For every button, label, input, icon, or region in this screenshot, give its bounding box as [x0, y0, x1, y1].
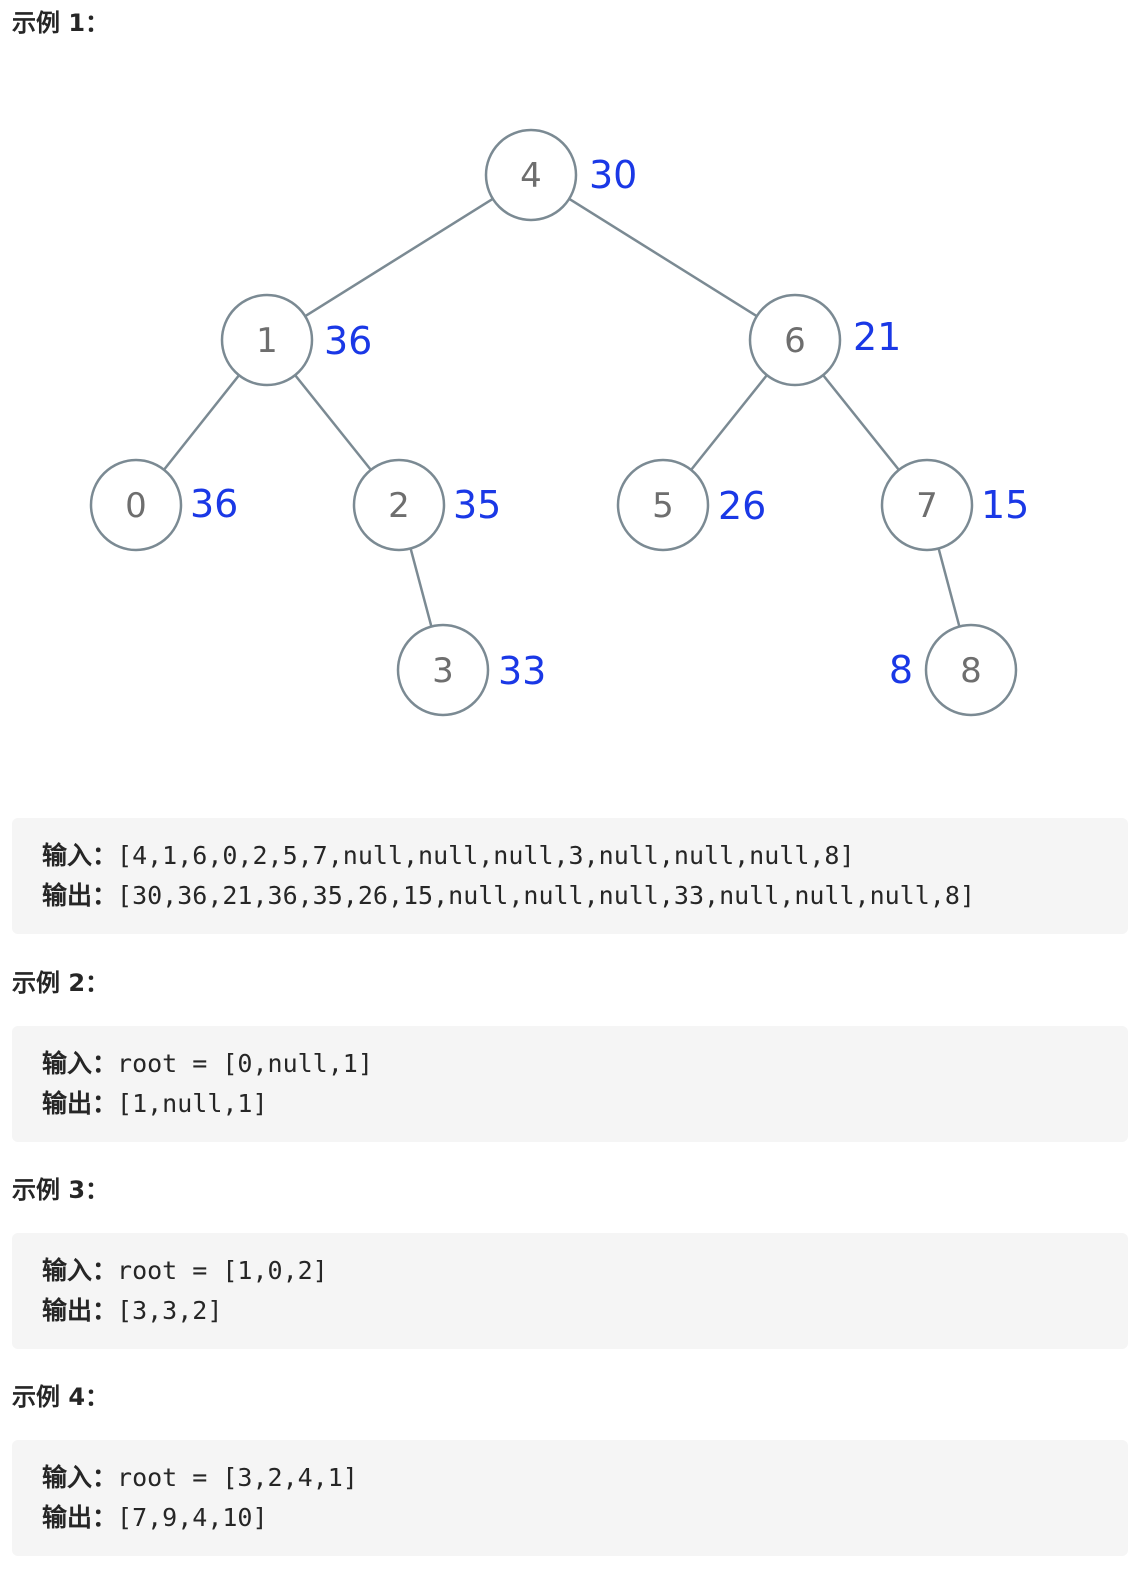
tree-node-value: 3 — [432, 651, 454, 691]
input-label: 输入： — [42, 1463, 118, 1492]
output-value: [30,36,21,36,35,26,15,null,null,null,33,… — [117, 881, 975, 910]
output-value: [3,3,2] — [117, 1296, 223, 1325]
example-3-input-line: 输入：root = [1,0,2] — [42, 1251, 1098, 1291]
tree-node-sum: 26 — [718, 484, 766, 528]
tree-node-circle — [924, 623, 1018, 717]
output-label: 输出： — [42, 1089, 118, 1118]
tree-edge-6-5 — [690, 374, 768, 471]
input-value: [4,1,6,0,2,5,7,null,null,null,3,null,nul… — [117, 841, 855, 870]
tree-node-value: 0 — [125, 486, 147, 526]
tree-node-circle — [880, 458, 974, 552]
tree-node-sum: 35 — [453, 483, 501, 527]
tree-node-value: 6 — [784, 321, 806, 361]
example-1-heading: 示例 1： — [12, 9, 110, 37]
tree-edge-4-1 — [304, 197, 494, 318]
tree-node-circle — [484, 128, 578, 222]
tree-node-value: 1 — [256, 321, 278, 361]
tree-edge-1-0 — [163, 374, 240, 471]
tree-node-2: 2 35 — [352, 458, 501, 552]
example-2-output-line: 输出：[1,null,1] — [42, 1084, 1098, 1124]
tree-node-circle — [396, 623, 490, 717]
tree-node-4: 4 30 — [484, 128, 637, 222]
tree-node-value: 4 — [520, 156, 542, 196]
example-4-input-line: 输入：root = [3,2,4,1] — [42, 1458, 1098, 1498]
example-4-heading: 示例 4： — [12, 1383, 110, 1411]
example-4-output-line: 输出：[7,9,4,10] — [42, 1498, 1098, 1538]
example-3-output-line: 输出：[3,3,2] — [42, 1291, 1098, 1331]
tree-edge-2-3 — [409, 548, 433, 627]
tree-node-value: 8 — [960, 651, 982, 691]
input-value: root = [0,null,1] — [117, 1049, 373, 1078]
tree-node-6: 6 21 — [748, 293, 901, 387]
input-value: root = [3,2,4,1] — [117, 1463, 358, 1492]
input-label: 输入： — [42, 1256, 118, 1285]
example-2-code-block: 输入：root = [0,null,1] 输出：[1,null,1] — [12, 1026, 1128, 1142]
tree-edge-1-2 — [294, 374, 372, 471]
input-value: root = [1,0,2] — [117, 1256, 328, 1285]
tree-node-circle — [89, 458, 183, 552]
tree-node-value: 5 — [652, 486, 674, 526]
output-label: 输出： — [42, 881, 118, 910]
input-label: 输入： — [42, 1049, 118, 1078]
tree-node-0: 0 36 — [89, 458, 238, 552]
tree-node-sum: 8 — [889, 648, 913, 692]
example-2-input-line: 输入：root = [0,null,1] — [42, 1044, 1098, 1084]
tree-node-7: 7 15 — [880, 458, 1029, 552]
example-1-input-line: 输入：[4,1,6,0,2,5,7,null,null,null,3,null,… — [42, 836, 1098, 876]
tree-node-value: 2 — [388, 486, 410, 526]
tree-node-value: 7 — [916, 486, 938, 526]
tree-node-sum: 30 — [589, 153, 637, 197]
tree-edge-7-8 — [937, 548, 961, 627]
tree-node-circle — [220, 293, 314, 387]
tree-edge-6-7 — [822, 374, 900, 471]
tree-node-1: 1 36 — [220, 293, 372, 387]
input-label: 输入： — [42, 841, 118, 870]
output-label: 输出： — [42, 1503, 118, 1532]
tree-node-sum: 15 — [981, 483, 1029, 527]
tree-node-circle — [748, 293, 842, 387]
example-1-code-block: 输入：[4,1,6,0,2,5,7,null,null,null,3,null,… — [12, 818, 1128, 934]
tree-node-8: 88 — [889, 623, 1018, 717]
tree-node-sum: 21 — [853, 315, 901, 359]
tree-node-sum: 33 — [498, 649, 546, 693]
example-3-heading: 示例 3： — [12, 1176, 110, 1204]
output-value: [1,null,1] — [117, 1089, 268, 1118]
tree-node-circle — [352, 458, 446, 552]
tree-node-sum: 36 — [324, 319, 372, 363]
tree-node-5: 5 26 — [616, 458, 766, 552]
output-value: [7,9,4,10] — [117, 1503, 268, 1532]
example-4-code-block: 输入：root = [3,2,4,1] 输出：[7,9,4,10] — [12, 1440, 1128, 1556]
tree-edge-4-6 — [568, 197, 758, 318]
tree-node-sum: 36 — [190, 482, 238, 526]
example-1-output-line: 输出：[30,36,21,36,35,26,15,null,null,null,… — [42, 876, 1098, 916]
example-2-heading: 示例 2： — [12, 969, 110, 997]
example-3-code-block: 输入：root = [1,0,2] 输出：[3,3,2] — [12, 1233, 1128, 1349]
tree-node-circle — [616, 458, 710, 552]
output-label: 输出： — [42, 1296, 118, 1325]
